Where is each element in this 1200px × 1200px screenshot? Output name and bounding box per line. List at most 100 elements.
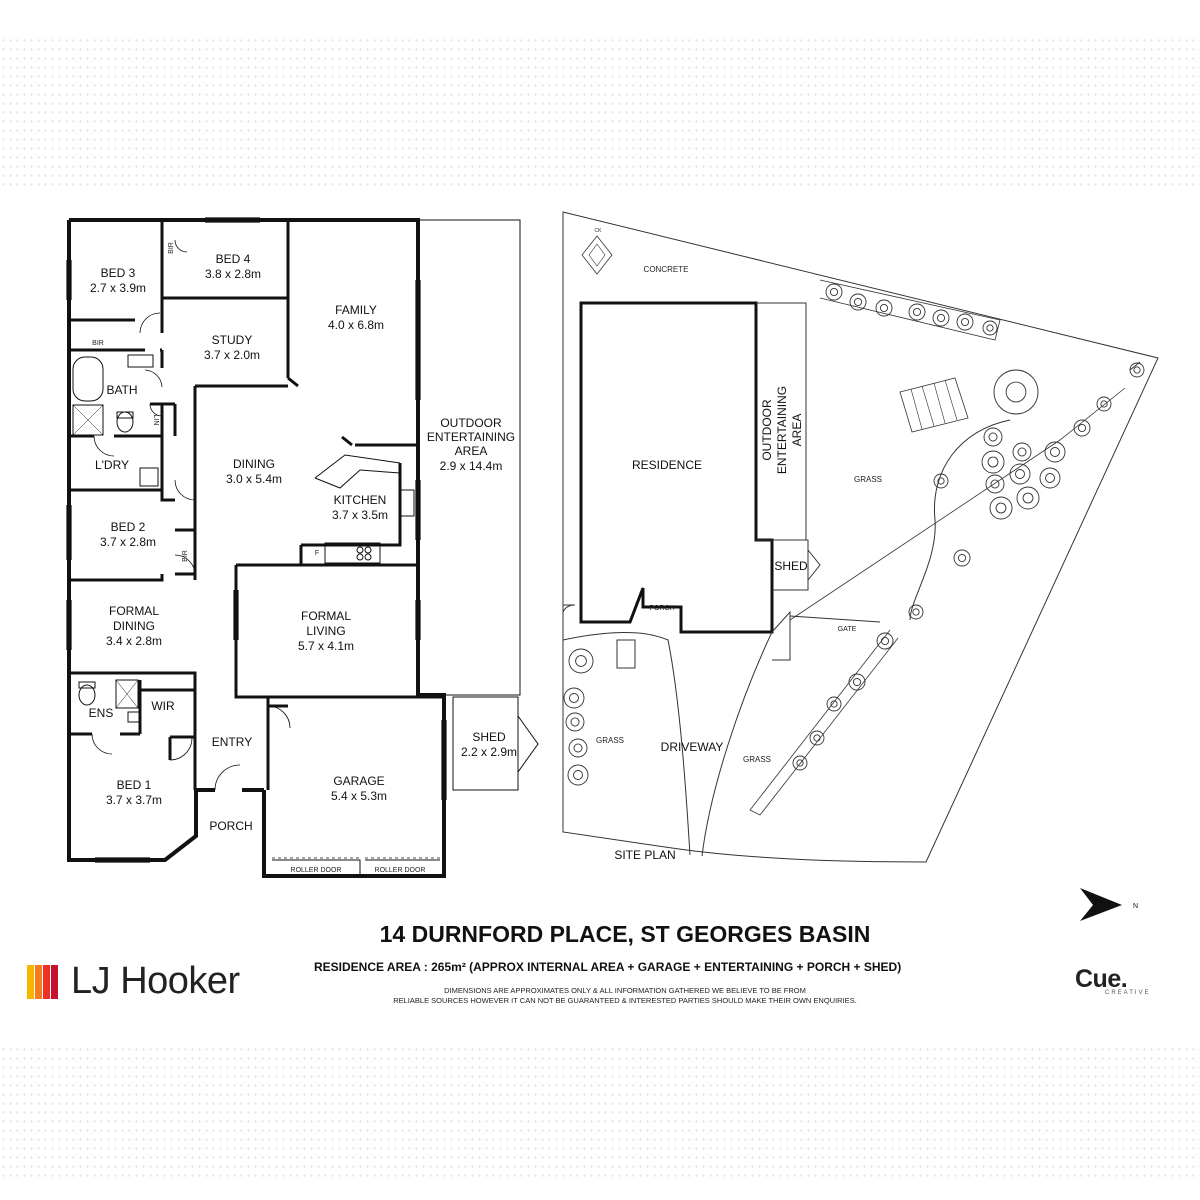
bed1-size: 3.7 x 3.7m	[106, 793, 162, 807]
grass-label-3: GRASS	[743, 755, 771, 764]
tree-inner-icon	[1050, 447, 1060, 457]
tree-icon	[933, 473, 949, 489]
tree-inner-icon	[829, 287, 839, 297]
driveway-edge-left	[562, 631, 691, 856]
shed-size: 2.2 x 2.9m	[461, 745, 517, 759]
site-plan-labels: RESIDENCE PORCH SHED OUTDOOR ENTERTAININ…	[595, 228, 882, 862]
tree-inner-icon	[960, 317, 970, 327]
tree-inner-icon	[986, 324, 994, 332]
tree-icon	[989, 496, 1013, 520]
tree-icon	[953, 549, 971, 567]
family-label: FAMILY	[335, 303, 377, 317]
bir-label-bath: BIR	[92, 340, 104, 347]
formal-dining-label-2: DINING	[113, 619, 155, 633]
tree-inner-icon	[1015, 469, 1025, 479]
north-label: N	[1133, 903, 1138, 910]
site-boundary	[562, 211, 1159, 863]
site-outdoor-label-1: OUTDOOR	[760, 399, 774, 461]
fridge-label: F	[315, 550, 319, 557]
wir-label: WIR	[151, 699, 175, 713]
tree-inner-icon	[1133, 366, 1141, 374]
tree-inner-icon	[1022, 492, 1034, 504]
disclaimer: DIMENSIONS ARE APPROXIMATES ONLY & ALL I…	[310, 986, 940, 1006]
interior-walls	[69, 220, 444, 790]
tree-inner-icon	[570, 717, 580, 727]
tree-inner-icon	[936, 313, 946, 323]
garage-size: 5.4 x 5.3m	[331, 789, 387, 803]
tree-icon	[1044, 441, 1066, 463]
tree-inner-icon	[937, 477, 945, 485]
kitchen-label: KITCHEN	[334, 493, 387, 507]
tree-inner-icon	[957, 553, 967, 563]
formal-living-size: 5.7 x 4.1m	[298, 639, 354, 653]
tree-inner-icon	[853, 297, 863, 307]
tree-inner-icon	[1017, 447, 1027, 457]
bed3-size: 2.7 x 3.9m	[90, 281, 146, 295]
tree-icon	[1096, 396, 1112, 412]
tree-icon	[908, 303, 926, 321]
outdoor-label-3: AREA	[455, 444, 488, 458]
bir-label-bed2: BIR	[182, 550, 189, 562]
formal-living-label-2: LIVING	[306, 624, 345, 638]
tree-inner-icon	[1005, 381, 1027, 403]
tree-icon	[983, 427, 1003, 447]
ens-label: ENS	[89, 706, 114, 720]
site-plan-title: SITE PLAN	[614, 848, 675, 862]
tree-inner-icon	[852, 677, 862, 687]
bir-label-bed4: BIR	[168, 242, 175, 254]
driveway-label: DRIVEWAY	[661, 740, 724, 754]
formal-living-label-1: FORMAL	[301, 609, 351, 623]
tree-icon	[567, 764, 589, 786]
tree-icon	[849, 293, 867, 311]
study-label: STUDY	[212, 333, 253, 347]
tree-icon	[792, 755, 808, 771]
dotted-band-bottom	[0, 1045, 1200, 1180]
tree-inner-icon	[830, 700, 838, 708]
ck-label: CK	[595, 228, 603, 234]
tree-inner-icon	[988, 432, 998, 442]
brand-bar-4	[51, 965, 58, 999]
tree-icon	[1009, 463, 1031, 485]
tree-inner-icon	[912, 307, 922, 317]
brand-bar-3	[43, 965, 50, 999]
tree-icon	[956, 313, 974, 331]
kitchen-size: 3.7 x 3.5m	[332, 508, 388, 522]
disclaimer-line-2: RELIABLE SOURCES HOWEVER IT CAN NOT BE G…	[393, 996, 857, 1005]
linen-label: LIN	[152, 415, 159, 426]
tree-icon	[993, 369, 1039, 415]
site-shed-label: SHED	[774, 559, 808, 573]
tree-inner-icon	[1045, 473, 1055, 483]
tree-inner-icon	[912, 608, 920, 616]
outdoor-size: 2.9 x 14.4m	[440, 459, 503, 473]
site-porch-label: PORCH	[649, 605, 674, 612]
bed2-label: BED 2	[111, 520, 146, 534]
door-swings	[91, 239, 291, 791]
bed4-size: 3.8 x 2.8m	[205, 267, 261, 281]
site-outdoor-label-2: ENTERTAINING	[775, 386, 789, 474]
windows	[66, 217, 447, 863]
porch-label: PORCH	[209, 819, 252, 833]
tree-icon	[876, 632, 894, 650]
tree-inner-icon	[796, 759, 804, 767]
tree-inner-icon	[575, 655, 587, 667]
concrete-label: CONCRETE	[644, 265, 689, 274]
garden-bed-edge	[909, 419, 1011, 621]
tree-inner-icon	[1100, 400, 1108, 408]
residence-footprint	[579, 301, 774, 634]
brand-bar-2	[35, 965, 42, 999]
site-bin	[616, 639, 636, 669]
dotted-band-top	[0, 36, 1200, 186]
creator-sub: CREATIVE	[1105, 990, 1151, 996]
site-plan	[562, 211, 1159, 863]
driveway-edge-right	[701, 631, 773, 857]
garage-label: GARAGE	[333, 774, 384, 788]
tree-icon	[932, 309, 950, 327]
tree-icon	[1012, 442, 1032, 462]
family-size: 4.0 x 6.8m	[328, 318, 384, 332]
tree-inner-icon	[813, 734, 821, 742]
dining-size: 3.0 x 5.4m	[226, 472, 282, 486]
tree-inner-icon	[880, 636, 890, 646]
tree-icon	[1016, 486, 1040, 510]
bed4-label: BED 4	[216, 252, 251, 266]
brand-name: LJ Hooker	[71, 960, 240, 1002]
